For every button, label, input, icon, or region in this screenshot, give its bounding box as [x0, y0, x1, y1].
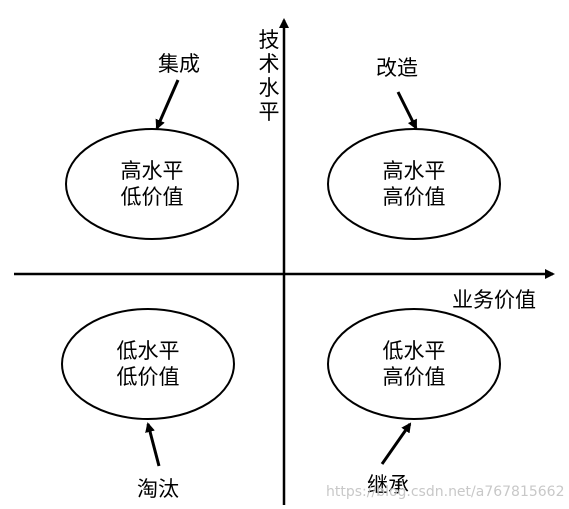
- oval-text-line: 低水平: [116, 339, 180, 363]
- oval-text-bottom-left: 低水平 低价值: [58, 338, 238, 390]
- label-eliminate: 淘汰: [137, 477, 179, 501]
- label-inherit: 继承: [367, 473, 409, 497]
- oval-text-line: 低水平: [382, 339, 446, 363]
- y-axis-label-char: 平: [258, 100, 280, 124]
- oval-text-bottom-right: 低水平 高价值: [324, 338, 504, 390]
- arrow-bottom-left: [145, 422, 161, 467]
- oval-text-top-left: 高水平 低价值: [62, 158, 242, 210]
- oval-bottom-right: [327, 308, 501, 420]
- arrow-top-right: [396, 91, 418, 130]
- oval-text-line: 高价值: [382, 365, 446, 389]
- y-axis-label-char: 技: [258, 28, 280, 52]
- oval-text-top-right: 高水平 高价值: [324, 158, 504, 210]
- y-axis-label-char: 术: [258, 52, 280, 76]
- x-axis-label: 业务价值: [452, 288, 536, 312]
- watermark: https://blog.csdn.net/a767815662: [326, 484, 565, 500]
- oval-bottom-left: [61, 308, 235, 420]
- arrow-bottom-right: [380, 422, 412, 465]
- oval-text-line: 高价值: [382, 185, 446, 209]
- y-axis-label-char: 水: [258, 76, 280, 100]
- oval-text-line: 高水平: [382, 159, 446, 183]
- label-integrate: 集成: [158, 52, 200, 76]
- oval-text-line: 高水平: [120, 159, 184, 183]
- oval-text-line: 低价值: [116, 365, 180, 389]
- oval-top-left: [65, 128, 239, 240]
- label-transform: 改造: [376, 56, 418, 80]
- oval-text-line: 低价值: [120, 185, 184, 209]
- y-axis-label: 技 术 水 平: [258, 28, 280, 124]
- arrow-top-left: [155, 79, 180, 130]
